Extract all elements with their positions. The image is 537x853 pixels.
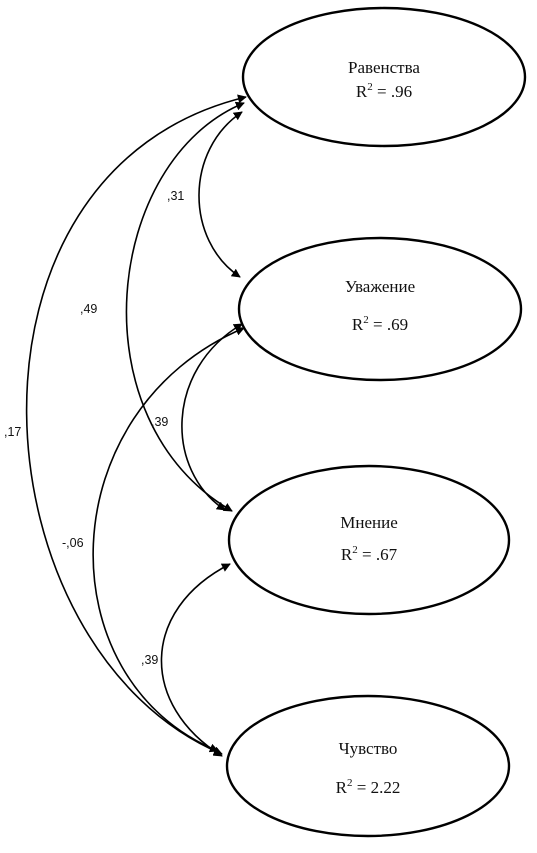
node-chuvstvo: Чувство R2 = 2.22 [225,694,511,838]
node-name: Чувство [339,739,398,758]
node-r2: R2 = .96 [356,81,412,101]
node-r2: R2 = 2.22 [336,777,401,797]
edge-mnenie-chuvstvo [160,563,231,757]
edge-ravenstva-mnenie [125,101,245,512]
node-ellipse [241,6,527,148]
node-uvazhenie: Уважение R2 = .69 [237,236,523,382]
node-mnenie: Мнение R2 = .67 [227,464,511,616]
node-r2: R2 = .69 [352,314,408,334]
node-ellipse [225,694,511,838]
edge-label-ravenstva-mnenie: ,49 [80,302,97,316]
edge-ravenstva-chuvstvo [25,94,247,755]
node-ravenstva: Равенства R2 = .96 [241,6,527,148]
edge-uvazhenie-chuvstvo [92,327,245,753]
edge-label-uvazhenie-mnenie: ,39 [151,415,168,429]
node-name: Мнение [340,513,398,532]
node-name: Равенства [348,58,420,77]
edge-label-ravenstva-uvazhenie: ,31 [167,189,184,203]
edge-label-ravenstva-chuvstvo: ,17 [4,425,21,439]
node-name: Уважение [345,277,415,296]
node-r2: R2 = .67 [341,544,398,564]
edge-label-mnenie-chuvstvo: ,39 [141,653,158,667]
edge-label-uvazhenie-chuvstvo: -,06 [62,536,84,550]
node-ellipse [237,236,523,382]
node-ellipse [227,464,511,616]
edge-ravenstva-uvazhenie [198,111,243,278]
edge-uvazhenie-mnenie [181,323,243,511]
